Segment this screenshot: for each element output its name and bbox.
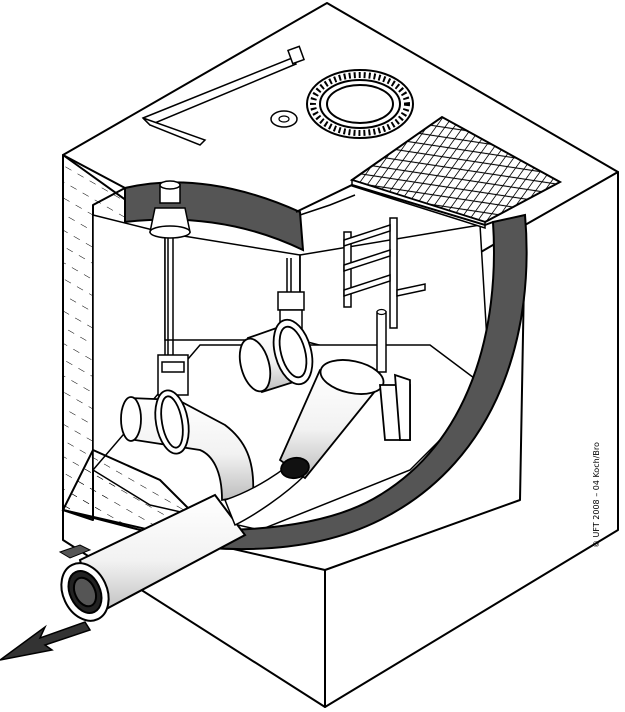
pipe-icon [238,318,314,394]
vent-pipe-icon [376,311,387,373]
outlet-pipe-icon [60,493,247,622]
funnel-icon [278,359,411,480]
gate-valve-left-icon [149,180,191,396]
flow-arrow-icon [0,621,92,661]
elbow-pipe-icon [120,389,255,502]
manhole-cover-icon [306,69,414,139]
copyright-label: © UFT 2008 – 04 Koch/Bro [592,442,601,548]
ladder-icon [343,217,426,329]
lever-icon [141,45,305,146]
